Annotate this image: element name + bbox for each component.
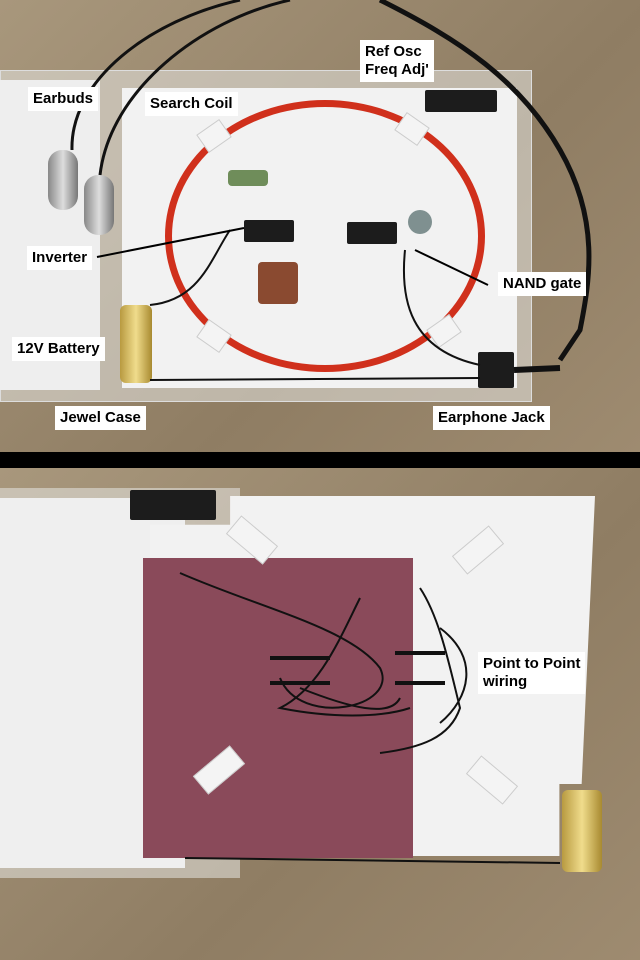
capacitor	[258, 262, 298, 304]
label-point-to-point-wiring: Point to Point wiring	[478, 652, 586, 694]
earbud	[84, 175, 114, 235]
search-coil	[165, 100, 485, 372]
label-wiring-line1: Point to Point	[483, 655, 581, 672]
earbud	[48, 150, 78, 210]
earphone-jack	[478, 352, 514, 388]
label-battery: 12V Battery	[12, 337, 105, 361]
green-capacitor	[228, 170, 268, 186]
label-earphone-jack: Earphone Jack	[433, 406, 550, 430]
label-inverter: Inverter	[27, 246, 93, 270]
earphone-cord	[70, 0, 592, 381]
ceramic-capacitor	[408, 210, 432, 234]
top-photo: Earbuds Search Coil Ref Osc Freq Adj' In…	[0, 0, 640, 452]
inverter-chip	[244, 220, 294, 242]
label-nand-gate: NAND gate	[498, 272, 587, 296]
label-ref-osc-line1: Ref Osc	[365, 43, 422, 60]
battery	[562, 790, 602, 872]
label-ref-osc: Ref Osc Freq Adj'	[360, 40, 434, 82]
label-jewel-case: Jewel Case	[55, 406, 146, 430]
bottom-photo: Point to Point wiring	[0, 468, 640, 960]
nand-gate-chip	[347, 222, 397, 244]
label-search-coil: Search Coil	[145, 92, 238, 116]
label-earbuds: Earbuds	[28, 87, 99, 111]
ref-osc-trimmer	[130, 490, 216, 520]
label-ref-osc-line2: Freq Adj'	[365, 61, 429, 78]
point-to-point-wiring	[179, 572, 561, 864]
label-wiring-line2: wiring	[483, 673, 528, 690]
ref-osc-trimmer	[425, 90, 497, 112]
battery	[120, 305, 152, 383]
